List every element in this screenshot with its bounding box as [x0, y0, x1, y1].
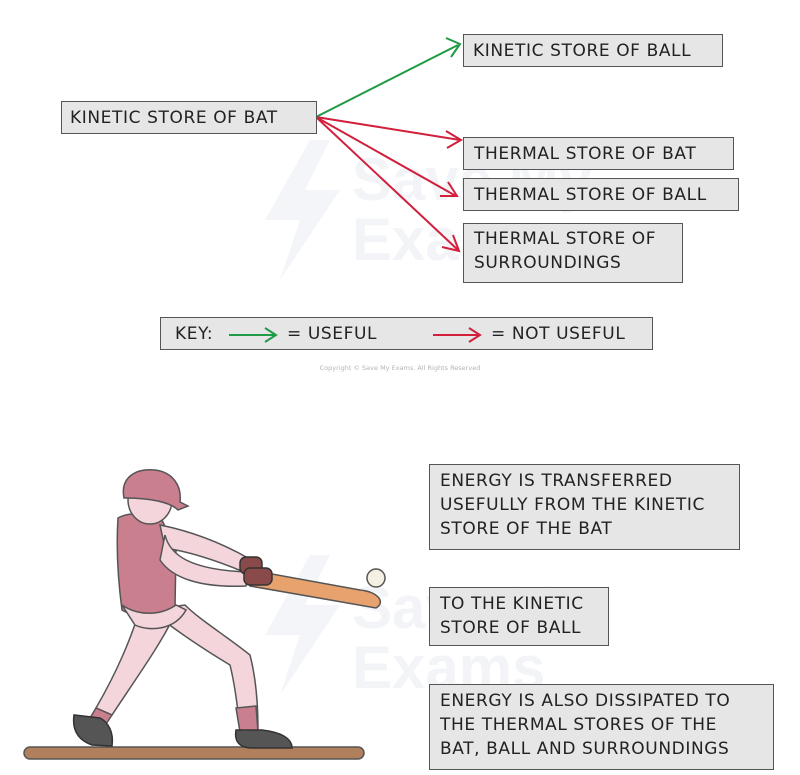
arrow-to-thermal-surroundings	[315, 116, 461, 253]
baseball-batter-illustration	[23, 469, 386, 760]
front-glove	[243, 567, 273, 586]
target-box-kinetic-ball: KINETIC STORE OF BALL	[463, 34, 723, 67]
not-useful-arrow-icon	[433, 327, 482, 343]
explanation-1-line-2: USEFULLY FROM THE KINETIC	[440, 494, 705, 515]
source-label: KINETIC STORE OF BAT	[70, 108, 278, 128]
explanation-3-line-3: BAT, BALL AND SURROUNDINGS	[440, 738, 730, 759]
helmet	[122, 469, 190, 511]
explanation-box-2: TO THE KINETIC STORE OF BALL	[429, 587, 609, 646]
explanation-3-line-2: THE THERMAL STORES OF THE	[440, 714, 717, 735]
explanation-3-line-1: ENERGY IS ALSO DISSIPATED TO	[440, 691, 731, 711]
target-box-thermal-surroundings: THERMAL STORE OF SURROUNDINGS	[463, 223, 683, 283]
watermark-bolt-icon-2	[265, 555, 340, 695]
key-not-useful-label: = NOT USEFUL	[491, 324, 626, 344]
target-label-1: KINETIC STORE OF BALL	[473, 41, 692, 61]
explanation-1-line-3: STORE OF THE BAT	[440, 518, 613, 539]
ground-strip	[23, 746, 365, 760]
watermark-bolt-icon	[265, 140, 340, 280]
target-box-thermal-ball: THERMAL STORE OF BALL	[463, 178, 739, 211]
explanation-box-3: ENERGY IS ALSO DISSIPATED TO THE THERMAL…	[429, 684, 774, 770]
legend-key: KEY: = USEFUL = NOT USEFUL	[160, 317, 653, 350]
front-shoe	[234, 729, 293, 749]
useful-arrow-icon	[229, 327, 278, 343]
target-label-4b: SURROUNDINGS	[474, 252, 622, 273]
baseball	[366, 568, 386, 588]
explanation-2-line-1: TO THE KINETIC	[440, 594, 584, 614]
explanation-1-line-1: ENERGY IS TRANSFERRED	[440, 471, 673, 491]
explanation-box-1: ENERGY IS TRANSFERRED USEFULLY FROM THE …	[429, 464, 740, 550]
bat	[249, 569, 381, 609]
pants-waist	[121, 604, 188, 630]
back-shoe	[72, 714, 114, 747]
key-useful-label: = USEFUL	[287, 324, 378, 344]
key-label: KEY:	[175, 324, 214, 344]
source-box: KINETIC STORE OF BAT	[61, 101, 317, 134]
front-sock	[235, 705, 259, 733]
flow-arrows	[315, 37, 463, 253]
arrow-to-kinetic-ball	[315, 37, 462, 118]
arrow-to-thermal-bat	[315, 116, 463, 149]
arrow-to-thermal-ball	[315, 116, 459, 197]
target-label-3: THERMAL STORE OF BALL	[474, 185, 707, 205]
target-box-thermal-bat: THERMAL STORE OF BAT	[463, 137, 734, 170]
explanation-2-line-2: STORE OF BALL	[440, 617, 582, 638]
target-label-4a: THERMAL STORE OF	[474, 229, 657, 249]
copyright-text: Copyright © Save My Exams. All Rights Re…	[319, 364, 481, 372]
target-label-2: THERMAL STORE OF BAT	[474, 144, 697, 164]
